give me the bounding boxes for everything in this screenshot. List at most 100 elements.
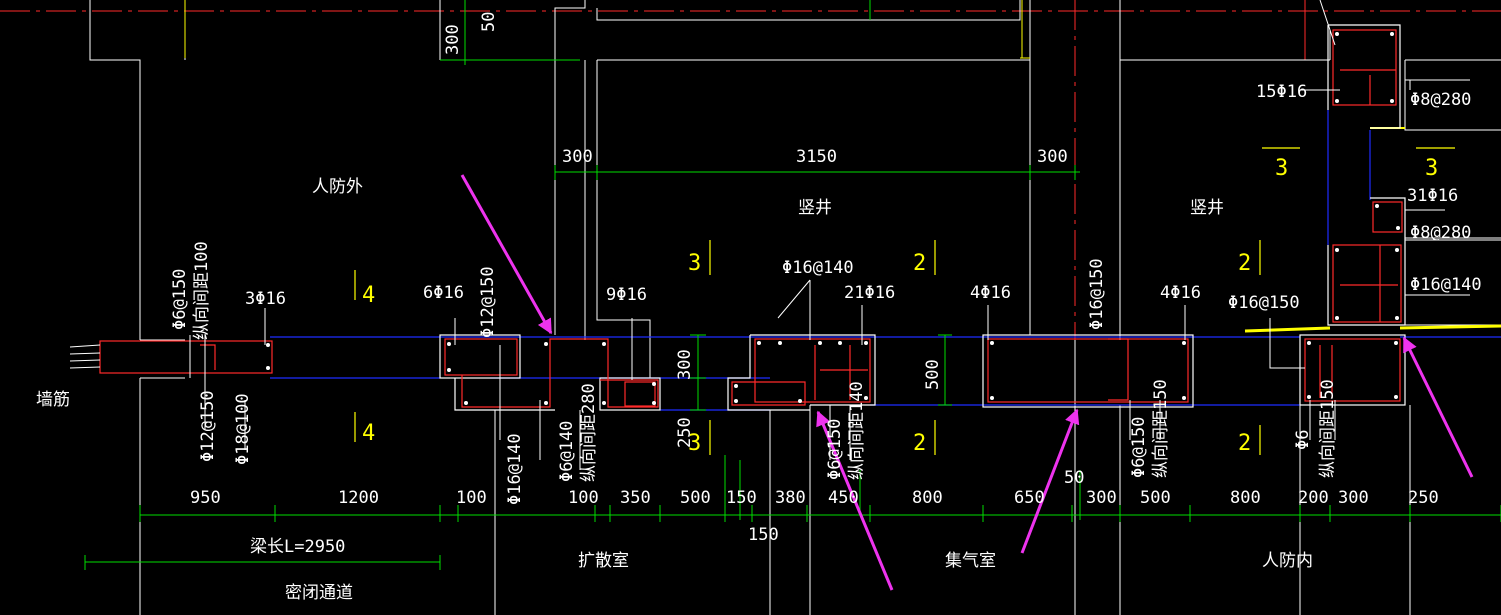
rebar-vlabel-phi16-140: Φ16@140 [505,433,525,505]
dim-top-3150: 3150 [796,147,837,167]
rebar-dot [1335,99,1339,103]
room-label-outside: 人防外 [312,177,363,197]
rebar-vlabel-phi12-150-top: Φ12@150 [478,266,498,338]
rebar-label-4phi16-b: 4Φ16 [1160,283,1201,303]
leader-line [777,279,811,340]
wall-rebar-label: 墙筋 [36,390,70,410]
rebar-cage [444,338,518,376]
wall-line [89,0,141,340]
dimension-line [440,0,580,65]
dim-bottom-150: 150 [726,488,757,508]
dimension-line [84,555,441,570]
wall-rebar-line [69,344,101,369]
highlight-lines [184,0,1501,333]
dim-bottom-300b: 300 [1338,488,1369,508]
dim-50: 50 [1064,468,1084,488]
section-mark-2-bottom-left: 2 [913,431,926,456]
dim-top-300-left: 300 [562,147,593,167]
section-mark-4-bottom: 4 [362,421,375,446]
dim-bottom-800b: 800 [1230,488,1261,508]
rebar-label-15phi16: 15Φ16 [1256,82,1307,102]
dimension-line [690,334,706,411]
dim-bottom-950: 950 [190,488,221,508]
rebar-dot [757,341,761,345]
section-mark-3-bottom: 3 [688,431,701,456]
dimension-tick [139,505,1501,522]
annotation-arrows [460,174,1474,591]
rebar-dot [652,401,656,405]
highlight-line [1244,326,1331,333]
rebar-vlabel-phi6-150-mid: Φ6@150 [825,419,845,480]
rebar-vlabel-phi6-140: Φ6@140 [557,421,577,482]
leader-line [1405,209,1501,296]
rebar-dot [544,401,548,405]
rebar-dot [734,384,738,388]
rebar-label-phi16-140: Φ16@140 [782,258,854,278]
wall-line [597,59,1031,335]
rebar-dot [1394,341,1398,345]
dimension-lines [84,0,1501,570]
section-outline [1328,24,1401,129]
rebar-vlabel-spacing100: 纵向间距100 [192,241,212,340]
rebar-label-6phi16: 6Φ16 [423,283,464,303]
rebar-dots [266,32,1400,405]
wall-line [596,0,1021,21]
rebar-dot [1395,248,1399,252]
dim-vertical-300: 300 [443,24,463,55]
highlight-line [1020,0,1030,59]
rebar-label-31phi16: 31Φ16 [1407,186,1458,206]
leader-lines [189,0,1501,470]
rebar-cage [1304,338,1401,402]
room-label-shaft-right: 竖井 [1190,198,1224,218]
rebar-dot [838,341,842,345]
dimension-tick [554,165,1076,180]
rebar-dot [544,342,548,346]
room-label-shaft-left: 竖井 [798,198,832,218]
rebar-dot [602,401,606,405]
rebar-dot [1335,32,1339,36]
section-outline [750,334,876,406]
room-label-airlock: 密闭通道 [285,583,353,603]
dimension-line [724,455,1081,520]
rebar-label-phi16-150: Φ16@150 [1228,293,1300,313]
rebar-label-9phi16: 9Φ16 [606,285,647,305]
magenta-arrow [1020,408,1080,554]
rebar-cage [1340,69,1396,105]
section-mark-3-right-b: 3 [1425,156,1438,181]
leader-line [829,400,1336,460]
rebar-cage [731,381,806,406]
rebar-label-4phi16-a: 4Φ16 [970,283,1011,303]
dimension-line [938,334,952,406]
leader-line [1405,79,1470,90]
rebar-dot [1182,341,1186,345]
section-mark-4-top: 4 [362,283,375,308]
rebar-label-21phi16: 21Φ16 [844,283,895,303]
beam-axis-line [660,404,1300,411]
rebar-dot [266,366,270,370]
rebar-cage [1332,244,1402,323]
dim-bottom-1200: 1200 [338,488,379,508]
wall-rebar-symbol [69,344,101,369]
rebar-dot [464,401,468,405]
dim-bottom-450: 450 [828,488,859,508]
rebar-vlabel-spacing140: 纵向间距140 [847,381,867,480]
section-outline [1299,334,1406,406]
rebar-vlabel-spacing280: 纵向间距280 [579,383,599,482]
rebar-dot [864,396,868,400]
beam-length-label: 梁长L=2950 [250,537,345,557]
leader-line [189,335,246,450]
dim-bottom-500b: 500 [1140,488,1171,508]
dim-vertical-50: 50 [479,12,499,32]
rebar-dot [1396,226,1400,230]
rebar-cage [99,340,273,374]
section-mark-2-top-right: 2 [1238,251,1251,276]
room-label-inside: 人防内 [1262,551,1313,571]
rebar-dot [1335,248,1339,252]
highlight-line [1399,324,1501,330]
leader-line [1319,0,1336,46]
rebar-dot [990,396,994,400]
rebar-dot [602,342,606,346]
rebar-label-phi16-140-right: Φ16@140 [1410,275,1482,295]
rebar-cage [754,338,871,403]
